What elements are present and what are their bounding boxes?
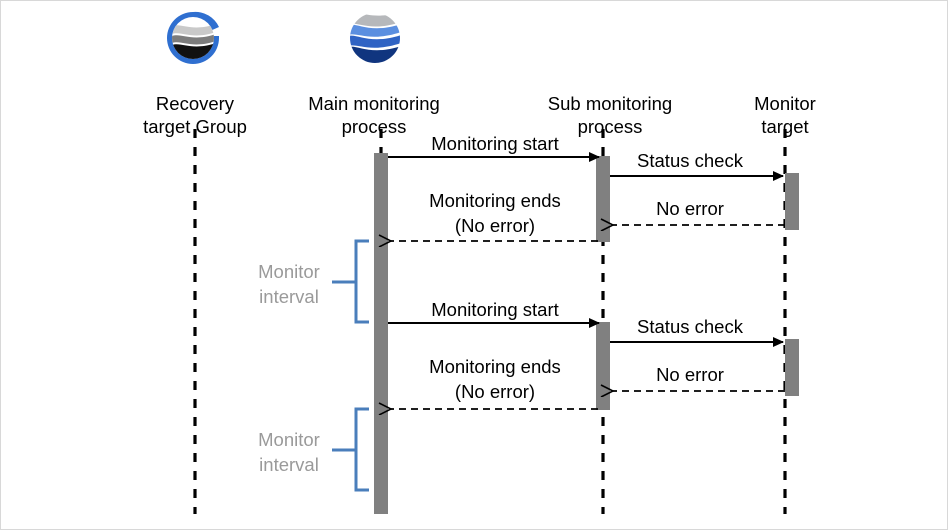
participant-title: Monitor target (754, 93, 816, 137)
message-label-no-error-1: No error (656, 198, 724, 219)
message-arrows-cycle-2 (388, 318, 785, 409)
message-label-monitoring-ends-2: Monitoring ends (No error) (429, 356, 561, 402)
g-ring-globe-icon (164, 9, 226, 72)
interval-brackets (332, 239, 369, 492)
activation-main-monitoring-process (374, 153, 388, 514)
message-label-no-error-2: No error (656, 364, 724, 385)
participant-label-recovery-target-group: Recovery target Group (95, 69, 295, 161)
message-label-status-check-1: Status check (637, 150, 743, 171)
activation-monitor-target-1 (785, 173, 799, 230)
interval-label-monitor-interval-1: Monitor interval (258, 261, 320, 307)
blue-globe-icon (346, 9, 404, 72)
participant-title: Main monitoring process (308, 93, 440, 137)
participant-label-main-monitoring-process: Main monitoring process (274, 69, 474, 161)
message-arrows-cycle-1 (388, 152, 785, 241)
message-label-status-check-2: Status check (637, 316, 743, 337)
message-label-monitoring-start-1: Monitoring start (431, 133, 559, 154)
participant-label-monitor-target: Monitor target (685, 69, 885, 161)
message-label-monitoring-ends-1: Monitoring ends (No error) (429, 190, 561, 236)
participant-title: Sub monitoring process (547, 93, 673, 137)
participant-label-sub-monitoring-process: Sub monitoring process (510, 69, 710, 161)
interval-label-monitor-interval-2: Monitor interval (258, 429, 320, 475)
activation-monitor-target-2 (785, 339, 799, 396)
message-label-monitoring-start-2: Monitoring start (431, 299, 559, 320)
participant-title: Recovery target Group (143, 93, 247, 137)
